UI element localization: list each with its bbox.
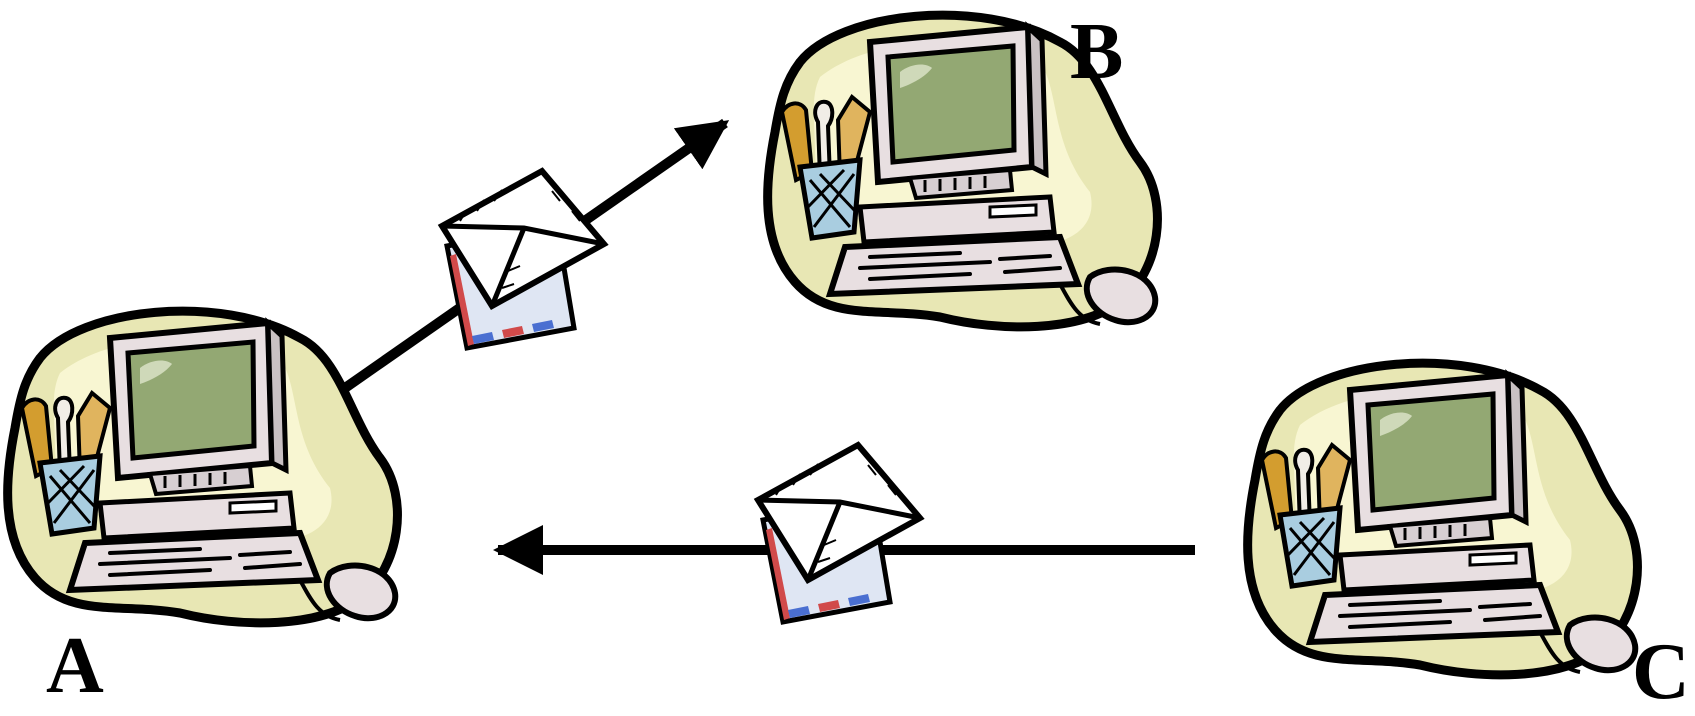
node-label-b: B (1070, 8, 1124, 96)
computer-icon-a (8, 311, 398, 623)
node-label-c: C (1632, 628, 1690, 716)
computer-icon-c (1248, 363, 1638, 675)
email-envelope-icon (442, 171, 604, 348)
node-label-a: A (46, 622, 104, 710)
email-envelope-icon (758, 445, 920, 622)
